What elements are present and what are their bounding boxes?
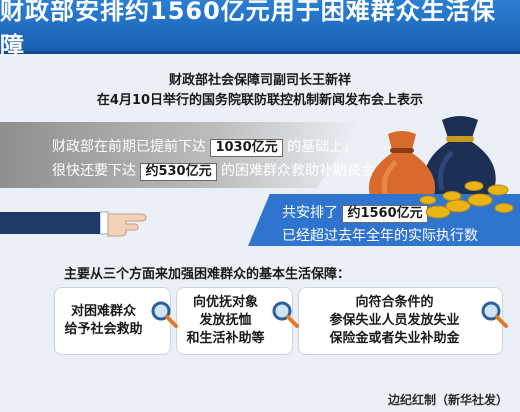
card-2-line-3: 和生活补助等 <box>186 331 265 346</box>
section-heading: 主要从三个方面来加强困难群众的基本生活保障： <box>64 263 350 282</box>
banner-line-1-prefix: 共安排了 <box>282 205 338 221</box>
grey-line-2-prefix: 很快还要下达 <box>52 163 136 179</box>
speaker-line-1: 财政部社会保障司副司长王新祥 <box>0 69 520 88</box>
banner-line-2: 已经超过去年全年的实际执行数 <box>282 225 478 245</box>
grey-line-1: 财政部在前期已提前下达 1030亿元 的基础上， <box>52 136 357 157</box>
credit-line: 边纪红制（新华社发） <box>388 391 508 408</box>
card-1-line-1: 对困难群众 <box>70 304 136 319</box>
banner-line-2-text: 已经超过去年全年的实际执行数 <box>282 228 478 244</box>
sleeve-graphic <box>0 212 102 234</box>
measure-card-unemployment: 向符合条件的 参保失业人员发放失业 保险金或者失业补助金 <box>298 287 503 355</box>
speaker-line-2: 在4月10日举行的国务院联防联控机制新闻发布会上表示 <box>0 89 520 108</box>
money-bag-navy-icon <box>424 116 496 208</box>
amount-530-badge: 约530亿元 <box>140 163 217 181</box>
section-heading-text: 主要从三个方面来加强困难群众的基本生活保障： <box>64 267 351 282</box>
magnifier-icon <box>481 301 508 328</box>
title-text: 财政部安排约1560亿元用于困难群众生活保障 <box>0 0 496 60</box>
banner-line-1: 共安排了 约1560亿元 <box>282 202 428 223</box>
speaker-line-1-text: 财政部社会保障司副司长王新祥 <box>168 73 351 88</box>
page-title: 财政部安排约1560亿元用于困难群众生活保障 <box>0 0 520 60</box>
grey-line-2-suffix: 的困难群众救助补助资金 <box>221 163 376 179</box>
card-2-line-1: 向优抚对象 <box>192 295 258 310</box>
grey-line-1-suffix: 的基础上， <box>287 139 358 155</box>
magnifier-icon <box>272 301 299 328</box>
pointing-hand-icon <box>100 211 147 237</box>
card-1-line-2: 给予社会救助 <box>64 322 143 337</box>
gold-coins-icon <box>419 181 514 219</box>
measure-card-pension-subsidy: 向优抚对象 发放抚恤 和生活补助等 <box>176 287 293 355</box>
amount-1560-badge: 约1560亿元 <box>342 205 428 223</box>
card-2-line-2: 发放抚恤 <box>199 313 252 328</box>
grey-line-2: 很快还要下达 约530亿元 的困难群众救助补助资金 <box>52 160 375 181</box>
credit-text: 边纪红制（新华社发） <box>387 393 508 407</box>
card-3-line-2: 参保失业人员发放失业 <box>329 313 460 328</box>
grey-line-1-prefix: 财政部在前期已提前下达 <box>52 139 206 155</box>
amount-1030-badge: 1030亿元 <box>210 139 283 157</box>
speaker-line-2-text: 在4月10日举行的国务院联防联控机制新闻发布会上表示 <box>96 93 424 108</box>
magnifier-icon <box>151 301 178 328</box>
card-3-line-3: 保险金或者失业补助金 <box>329 331 460 346</box>
card-3-line-1: 向符合条件的 <box>355 295 434 310</box>
